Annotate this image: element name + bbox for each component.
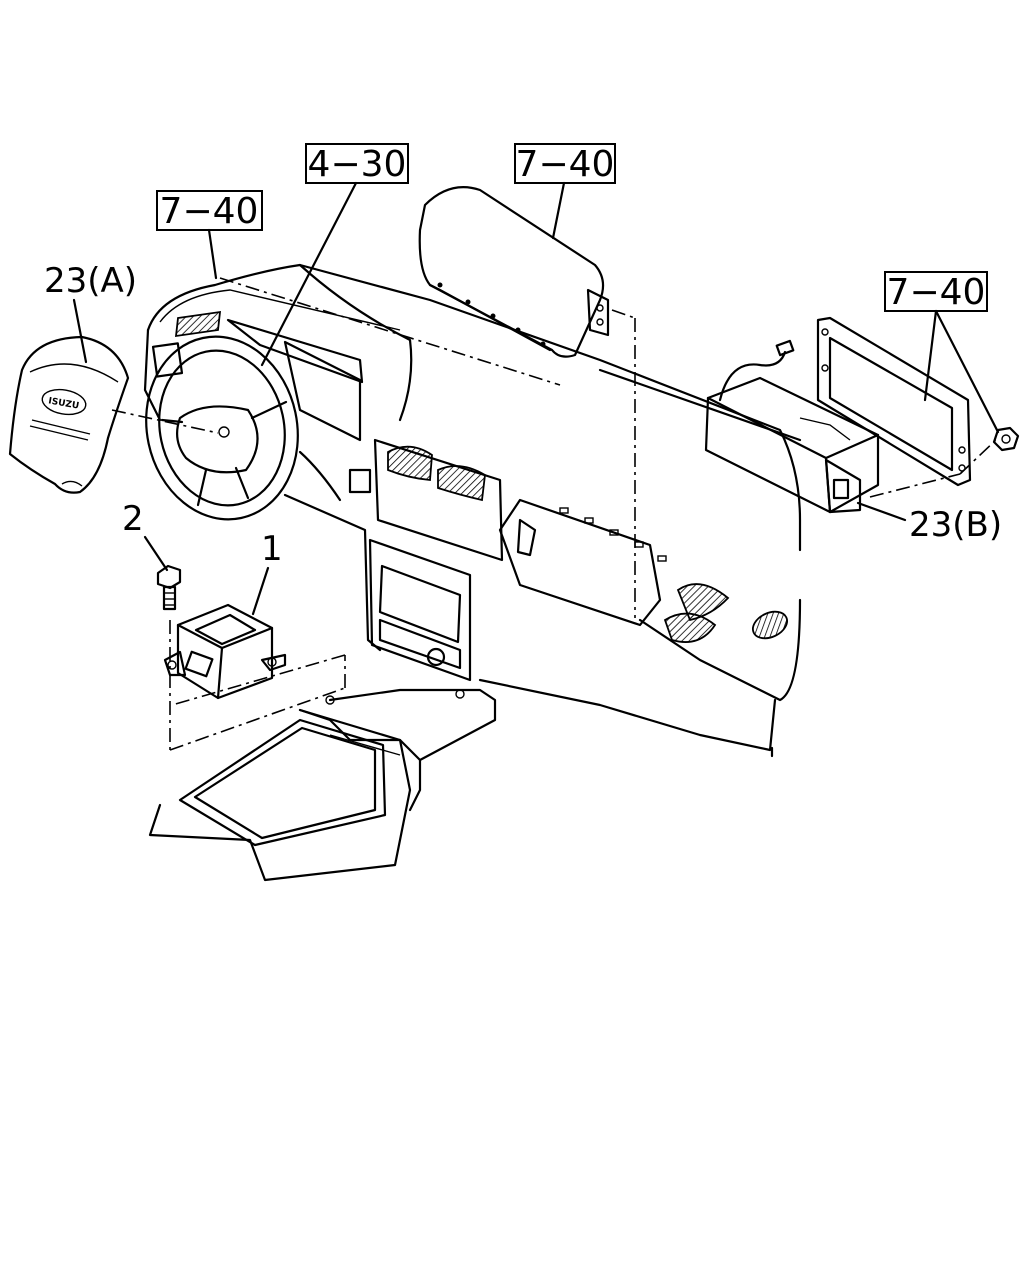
floor-console [148, 688, 497, 882]
passenger-airbag-door [418, 186, 610, 358]
ref-box-7-40-right: 7−40 [884, 271, 988, 313]
svg-text:7−40: 7−40 [160, 191, 259, 232]
ref-box-7-40-top: 7−40 [514, 143, 616, 185]
leader-lines [72, 181, 1000, 616]
svg-text:4−30: 4−30 [308, 144, 407, 185]
assembly-dash-lines [111, 277, 999, 751]
dash-panel-edge [598, 368, 802, 442]
steering-wheel [145, 335, 299, 521]
callout-23a: 23(A) [44, 261, 137, 301]
steering-airbag-pad: ISUZU [8, 335, 130, 494]
passenger-airbag-module [704, 316, 1020, 514]
svg-text:7−40: 7−40 [516, 144, 615, 185]
svg-text:7−40: 7−40 [887, 272, 986, 313]
isuzu-logo: ISUZU [48, 396, 80, 411]
sensor-module [163, 603, 287, 700]
ref-box-7-40-left: 7−40 [156, 190, 263, 232]
callout-23b: 23(B) [909, 505, 1002, 545]
ref-box-4-30: 4−30 [305, 143, 409, 185]
instrument-panel [143, 263, 802, 758]
callout-2: 2 [122, 499, 144, 539]
callout-1: 1 [261, 529, 283, 569]
bolt [156, 564, 182, 611]
